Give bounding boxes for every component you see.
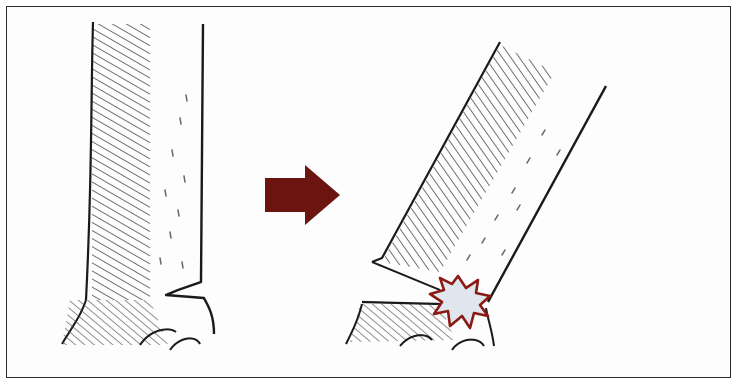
stump-top	[362, 302, 440, 304]
standing-trunk-shading	[92, 24, 150, 300]
standing-bark-marks	[160, 95, 187, 268]
falling-tree	[346, 42, 606, 350]
standing-trunk-right-edge	[166, 24, 214, 334]
standing-root-right	[170, 338, 200, 350]
right-arrow-icon	[265, 165, 340, 225]
standing-tree	[62, 22, 214, 350]
stump-root-right	[452, 340, 484, 350]
standing-trunk-left-edge	[86, 22, 93, 300]
standing-base-shading	[62, 300, 168, 345]
